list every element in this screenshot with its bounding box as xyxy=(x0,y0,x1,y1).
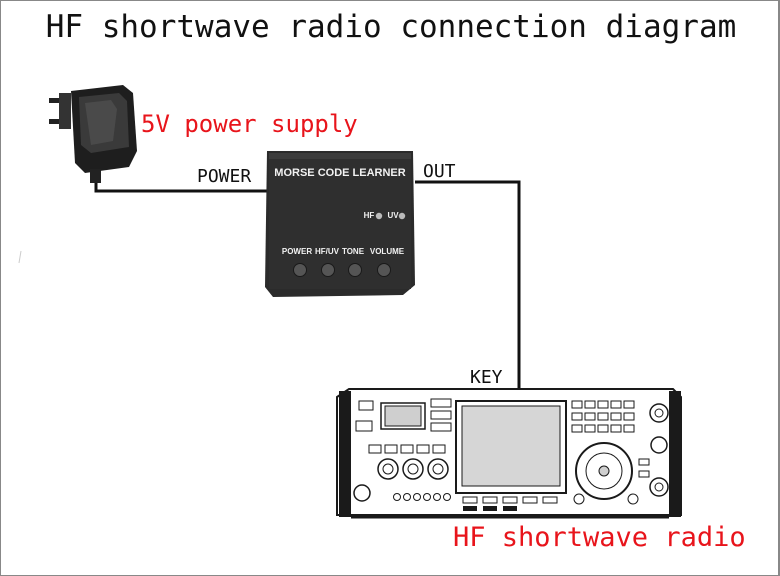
device-button-label-power: POWER xyxy=(282,247,312,256)
led-uv-label: UV xyxy=(387,211,399,220)
power-adapter-icon xyxy=(18,85,137,264)
key-port-label: KEY xyxy=(470,367,503,388)
morse-code-learner-device: MORSE CODE LEARNER HF UV POWER HF/UV TON… xyxy=(265,151,415,297)
hf-radio-icon xyxy=(336,388,682,519)
led-uv-icon xyxy=(398,212,406,220)
device-button-power xyxy=(293,263,307,277)
power-supply-label: 5V power supply xyxy=(141,110,358,138)
led-hf-label: HF xyxy=(364,211,375,220)
key-cable xyxy=(415,180,521,392)
device-name-label: MORSE CODE LEARNER xyxy=(274,167,405,179)
device-button-hfuv xyxy=(321,263,335,277)
device-button-tone xyxy=(348,263,362,277)
device-button-label-volume: VOLUME xyxy=(370,247,405,256)
diagram-title: HF shortwave radio connection diagram xyxy=(45,9,737,45)
device-button-label-hfuv: HF/UV xyxy=(315,247,340,256)
radio-label: HF shortwave radio xyxy=(453,522,746,553)
device-button-volume xyxy=(377,263,391,277)
power-port-label: POWER xyxy=(197,166,252,187)
led-hf-icon xyxy=(375,212,383,220)
device-button-label-tone: TONE xyxy=(342,247,365,256)
out-port-label: OUT xyxy=(423,161,456,182)
